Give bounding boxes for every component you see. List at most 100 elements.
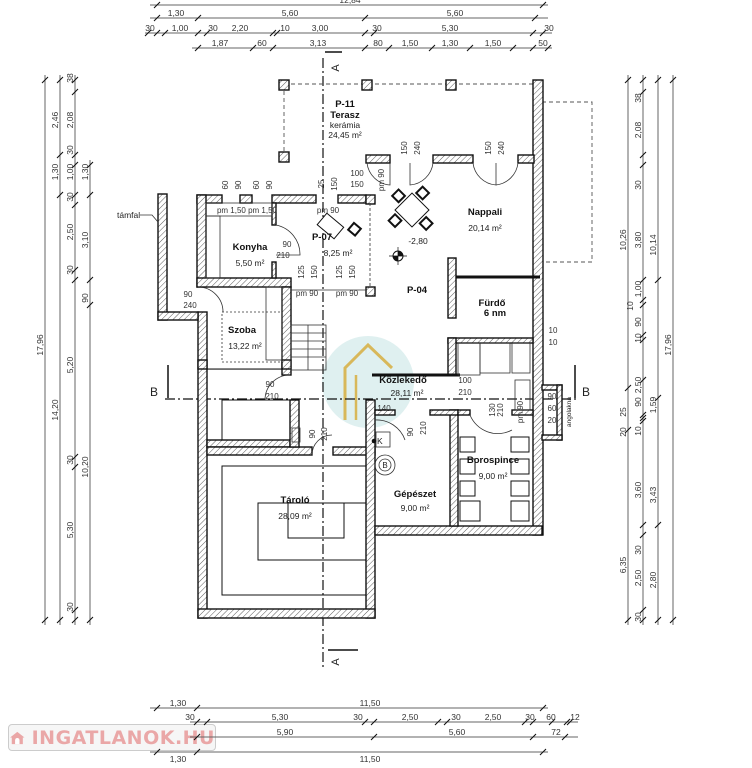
dimension-tick (161, 29, 169, 37)
dimension-tick (56, 191, 64, 199)
dimension-label: 2,20 (232, 23, 249, 33)
dimension-lines (41, 1, 677, 756)
dimension-label: 10 (280, 23, 290, 33)
dimension-tick (639, 331, 647, 339)
dimension-tick (539, 704, 547, 712)
dimension-label: 3,60 (633, 481, 643, 498)
konyha-door-width: 90 (283, 240, 292, 249)
dimension-tick (273, 29, 281, 37)
dimension-tick (370, 733, 378, 741)
dimension-tick (71, 151, 79, 159)
room-material-terasz: kerámia (330, 120, 361, 130)
room-name-konyha: Konyha (233, 242, 269, 253)
dimension-label: 2,50 (65, 223, 75, 240)
dimension-tick (71, 453, 79, 461)
p07-window-height: 150 (350, 180, 364, 189)
room-area-tarolo: 28,09 m² (278, 511, 312, 521)
dimension-tick (529, 733, 537, 741)
house-logo-icon (10, 731, 25, 744)
dimension-label: 1,87 (212, 38, 229, 48)
pm90-label: pm 90 (296, 289, 319, 298)
dimension-label: 14,20 (50, 399, 60, 421)
tarolo-door-width: 90 (308, 429, 317, 438)
dimension-tick (144, 29, 152, 37)
room-name-tarolo: Tároló (280, 495, 309, 506)
dimension-tick (561, 733, 569, 741)
room-name-terasz: Terasz (330, 110, 360, 121)
dimension-tick (71, 191, 79, 199)
ingatlanok-logo: INGATLANOK.HU (8, 724, 216, 751)
pm90-label: pm 90 (516, 400, 525, 423)
dimension-tick (563, 718, 571, 726)
dimension-tick (194, 14, 202, 22)
dimension-tick (269, 44, 277, 52)
dimension-label: 3,13 (310, 38, 327, 48)
dimension-tick (56, 151, 64, 159)
dimension-tick (71, 161, 79, 169)
dimension-label: 5,30 (442, 23, 459, 33)
konyha-door-height: 210 (276, 251, 290, 260)
dimension-label: 20 (618, 427, 628, 437)
dimension-label: 5,30 (272, 712, 289, 722)
dimension-tick (428, 44, 436, 52)
dimension-tick (544, 44, 552, 52)
dimension-tick (639, 606, 647, 614)
k-dot-icon (371, 438, 377, 444)
furdo-dim: 10 (549, 326, 558, 335)
kitchen-window-dim: 90 (234, 180, 243, 189)
dimension-label: 30 (65, 145, 75, 155)
boros-door-height: 210 (496, 403, 505, 417)
dimension-label: 80 (373, 38, 383, 48)
dimension-tick (654, 276, 662, 284)
dimension-label: 90 (633, 317, 643, 327)
dimension-tick (86, 616, 94, 624)
dimension-tick (624, 616, 632, 624)
dimension-label: 10,14 (648, 234, 658, 256)
dimension-label: 60 (257, 38, 267, 48)
dimension-label: 30 (65, 602, 75, 612)
room-code-p07: P-07 (312, 232, 332, 243)
logo-text: INGATLANOK.HU (31, 726, 215, 749)
dimension-label: 2,50 (633, 376, 643, 393)
dimension-label: 30 (544, 23, 554, 33)
dimension-tick (639, 276, 647, 284)
room-area-nappali: 20,14 m² (468, 223, 502, 233)
dimension-label: 1,30 (80, 163, 90, 180)
dimension-tick (529, 29, 537, 37)
dimension-tick (548, 718, 556, 726)
dimension-tick (529, 44, 537, 52)
tamfal-label: támfal (117, 210, 140, 220)
room-name-kozlekedo: Közlekedő (379, 375, 427, 386)
dimension-tick (193, 733, 201, 741)
dimension-tick (466, 44, 474, 52)
dimension-tick (639, 301, 647, 309)
kitchen-window-dim: 60 (252, 180, 261, 189)
dimension-tick (71, 606, 79, 614)
dimension-label: 60 (546, 712, 556, 722)
terrace-door-height: 240 (497, 141, 506, 155)
dimension-tick (203, 718, 211, 726)
terrace-door-width: 150 (400, 141, 409, 155)
dimension-label: 90 (80, 293, 90, 303)
dimension-tick (361, 29, 369, 37)
angol-dim: 60 (548, 404, 557, 413)
dimension-tick (56, 76, 64, 84)
dimension-label: 1,30 (170, 698, 187, 708)
dimension-tick (654, 521, 662, 529)
dimension-tick (624, 384, 632, 392)
room-area-terasz: 24,45 m² (328, 130, 362, 140)
storage-shelves (206, 368, 366, 596)
dim-150: 150 (330, 177, 339, 191)
mid-window-dim: 150 (348, 265, 357, 279)
kitchen-window-dim: 90 (265, 180, 274, 189)
dimension-tick (639, 531, 647, 539)
dimension-tick (654, 616, 662, 624)
dimension-label: 50 (538, 38, 548, 48)
dimension-label: 5,20 (65, 356, 75, 373)
dimension-tick (370, 718, 378, 726)
dimension-tick (639, 411, 647, 419)
boiler-circle-icon (374, 454, 396, 476)
dimension-tick (434, 718, 442, 726)
wine-racks (459, 436, 530, 522)
b-circle-label: B (382, 461, 387, 470)
